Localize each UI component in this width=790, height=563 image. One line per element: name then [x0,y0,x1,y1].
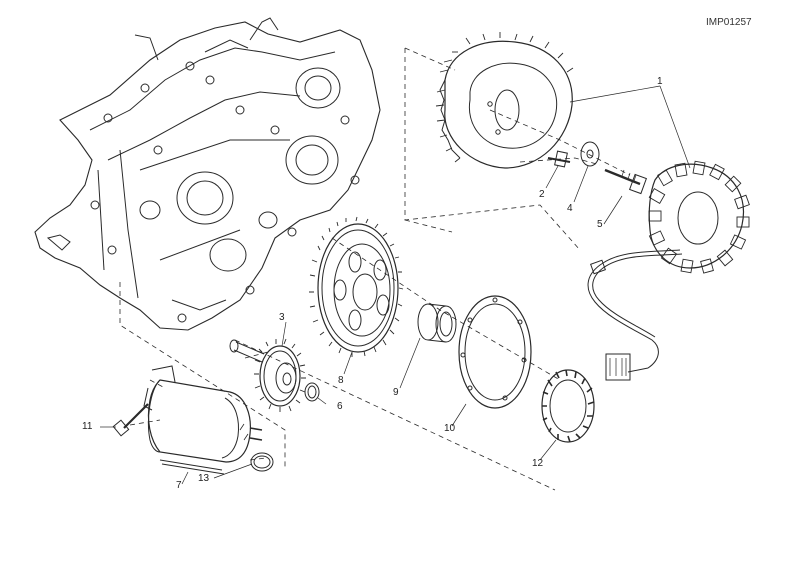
idler-gear [229,338,306,412]
callout-8: 8 [338,375,344,386]
callout-4: 4 [567,203,573,214]
stator [587,160,750,381]
retaining-plate [458,295,532,409]
stator-screw [604,168,648,195]
callout-7: 7 [176,480,182,491]
o-ring-small [304,382,320,402]
callout-1: 1 [657,76,663,87]
starter-motor [143,365,263,463]
callout-12: 12 [532,458,544,469]
o-ring-starter [250,452,274,472]
flywheel-rotor [435,32,574,169]
freewheel-clutch [541,369,595,443]
crankcase-half [34,17,381,331]
rotor-bolt [547,150,571,168]
starter-driven-gear [309,216,404,357]
callout-10: 10 [444,423,456,434]
seal-strip [159,459,225,475]
washer [580,141,600,167]
leader-lines [100,85,691,485]
callout-9: 9 [393,387,399,398]
drawing-code: IMP01257 [706,17,752,28]
callout-5: 5 [597,219,603,230]
callout-2: 2 [539,189,545,200]
callout-3: 3 [279,312,285,323]
callout-13: 13 [198,473,210,484]
bushing [417,303,457,343]
callout-6: 6 [337,401,343,412]
callout-11: 11 [82,421,93,432]
starter-bolt [112,403,149,437]
